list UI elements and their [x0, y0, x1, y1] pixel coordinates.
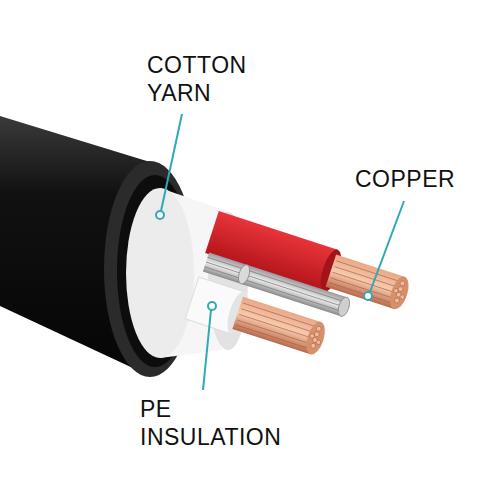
leader-dot	[156, 211, 164, 219]
leader-line	[203, 310, 211, 390]
part-label: COPPER	[355, 166, 455, 194]
cable-jacket	[0, 116, 196, 377]
leader-line	[370, 201, 404, 292]
part-label: COTTON YARN	[147, 52, 247, 107]
leader-lines	[156, 114, 404, 390]
leader-dot	[208, 302, 216, 310]
leader-dot	[364, 292, 372, 300]
part-label: PE INSULATION	[140, 396, 281, 451]
leader-line	[161, 114, 182, 211]
